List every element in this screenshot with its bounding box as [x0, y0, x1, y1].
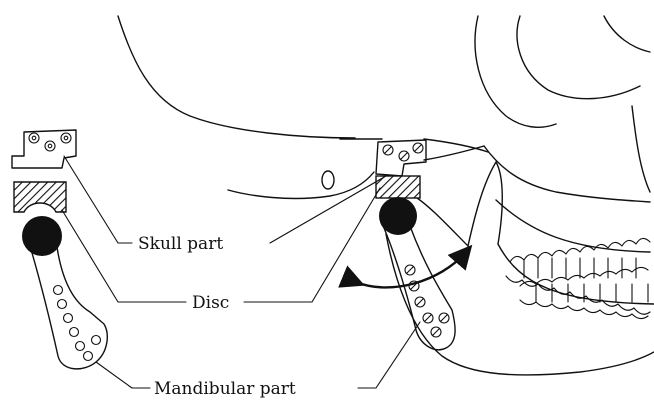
label-disc: Disc	[192, 293, 229, 313]
mandible	[386, 162, 654, 375]
implanted-condyle-ball	[379, 197, 417, 235]
exploded-condyle-ball	[22, 216, 62, 256]
implanted-skull-part	[376, 140, 426, 176]
label-mandibular-part: Mandibular part	[154, 379, 296, 399]
leader-lines	[62, 156, 420, 388]
implanted-disc	[376, 176, 420, 198]
exploded-disc	[14, 182, 66, 212]
exploded-skull-part	[12, 130, 76, 168]
exploded-mandibular-part	[22, 216, 107, 369]
label-skull-part: Skull part	[138, 234, 223, 254]
